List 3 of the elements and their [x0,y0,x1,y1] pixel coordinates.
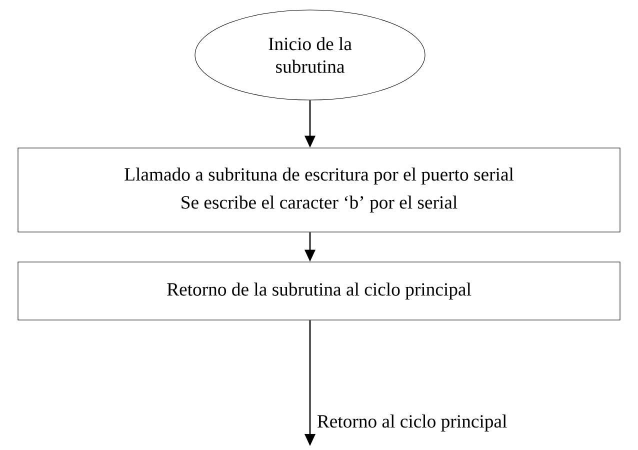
edge-label: Retorno al ciclo principal [317,414,507,432]
process-box: Llamado a subrituna de escritura por el puerto serial Se escribe el caracter ‘b’ por el serial [18,148,620,232]
process-box: Retorno de la subrutina al ciclo principal [18,262,620,320]
